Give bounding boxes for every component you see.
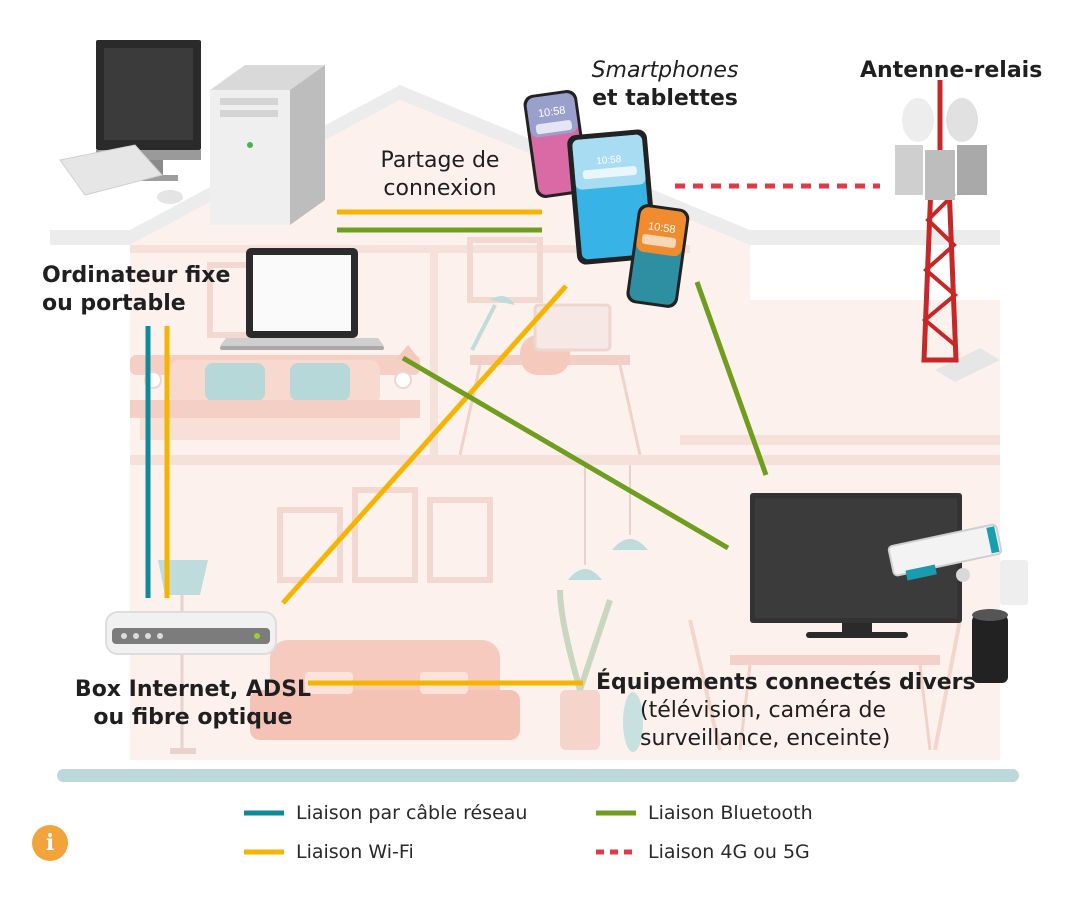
label-sharing: Partage de connexion: [355, 147, 525, 203]
label-computer-line2: ou portable: [42, 291, 186, 316]
legend-label-cable: Liaison par câble réseau: [296, 802, 528, 824]
antenna-tower: [895, 80, 1000, 382]
legend-label-cellular: Liaison 4G ou 5G: [648, 841, 810, 863]
legend-wifi: Liaison Wi-Fi: [244, 839, 414, 865]
wifi-link-box-phone: [281, 284, 568, 605]
label-box-line1: Box Internet, ADSL: [74, 677, 312, 702]
label-equipment: Équipements connectés divers (télévision…: [596, 669, 976, 753]
label-computer-line1: Ordinateur fixe: [42, 263, 231, 288]
label-sharing-line2: connexion: [383, 176, 497, 201]
laptop: [220, 248, 384, 350]
label-box: Box Internet, ADSL ou fibre optique: [58, 676, 328, 732]
label-sharing-line1: Partage de: [380, 148, 500, 173]
legend-bluetooth: Liaison Bluetooth: [596, 800, 813, 826]
bluetooth-link-phone-tv: [694, 281, 769, 476]
phone2-clock: 10:58: [647, 220, 676, 236]
label-computer: Ordinateur fixe ou portable: [42, 262, 230, 318]
ground-bar: [57, 769, 1019, 782]
desktop-computer: [59, 40, 325, 225]
legend-cellular: Liaison 4G ou 5G: [596, 839, 810, 865]
info-icon[interactable]: i: [32, 825, 68, 861]
label-smartphones: Smartphones et tablettes: [570, 57, 760, 113]
label-equipment-line2: (télévision, caméra de: [640, 698, 887, 723]
connection-lines: [145, 183, 880, 686]
internet-box: [105, 611, 277, 655]
bluetooth-link-laptop-tv: [401, 355, 730, 551]
label-antenna: Antenne-relais: [860, 58, 1043, 83]
legend-label-wifi: Liaison Wi-Fi: [296, 841, 414, 863]
legend-cable: Liaison par câble réseau: [244, 800, 527, 826]
connected-equipment: [750, 493, 1028, 683]
label-smartphones-line2: et tablettes: [592, 86, 738, 111]
legend-swatch-cellular: [596, 849, 636, 855]
label-equipment-line3: surveillance, enceinte): [640, 726, 891, 751]
legend-swatch-cable: [244, 810, 284, 816]
legend-label-bluetooth: Liaison Bluetooth: [648, 802, 813, 824]
label-smartphones-line1: Smartphones: [591, 58, 739, 83]
legend-swatch-bluetooth: [596, 810, 636, 816]
tablet-clock: 10:58: [596, 154, 622, 167]
label-equipment-title: Équipements connectés divers: [596, 670, 976, 695]
label-box-line2: ou fibre optique: [93, 705, 293, 730]
mobile-devices: 10:58 10:58 10:58: [523, 90, 690, 308]
phone-clock: 10:58: [537, 104, 566, 120]
legend-swatch-wifi: [244, 849, 284, 855]
